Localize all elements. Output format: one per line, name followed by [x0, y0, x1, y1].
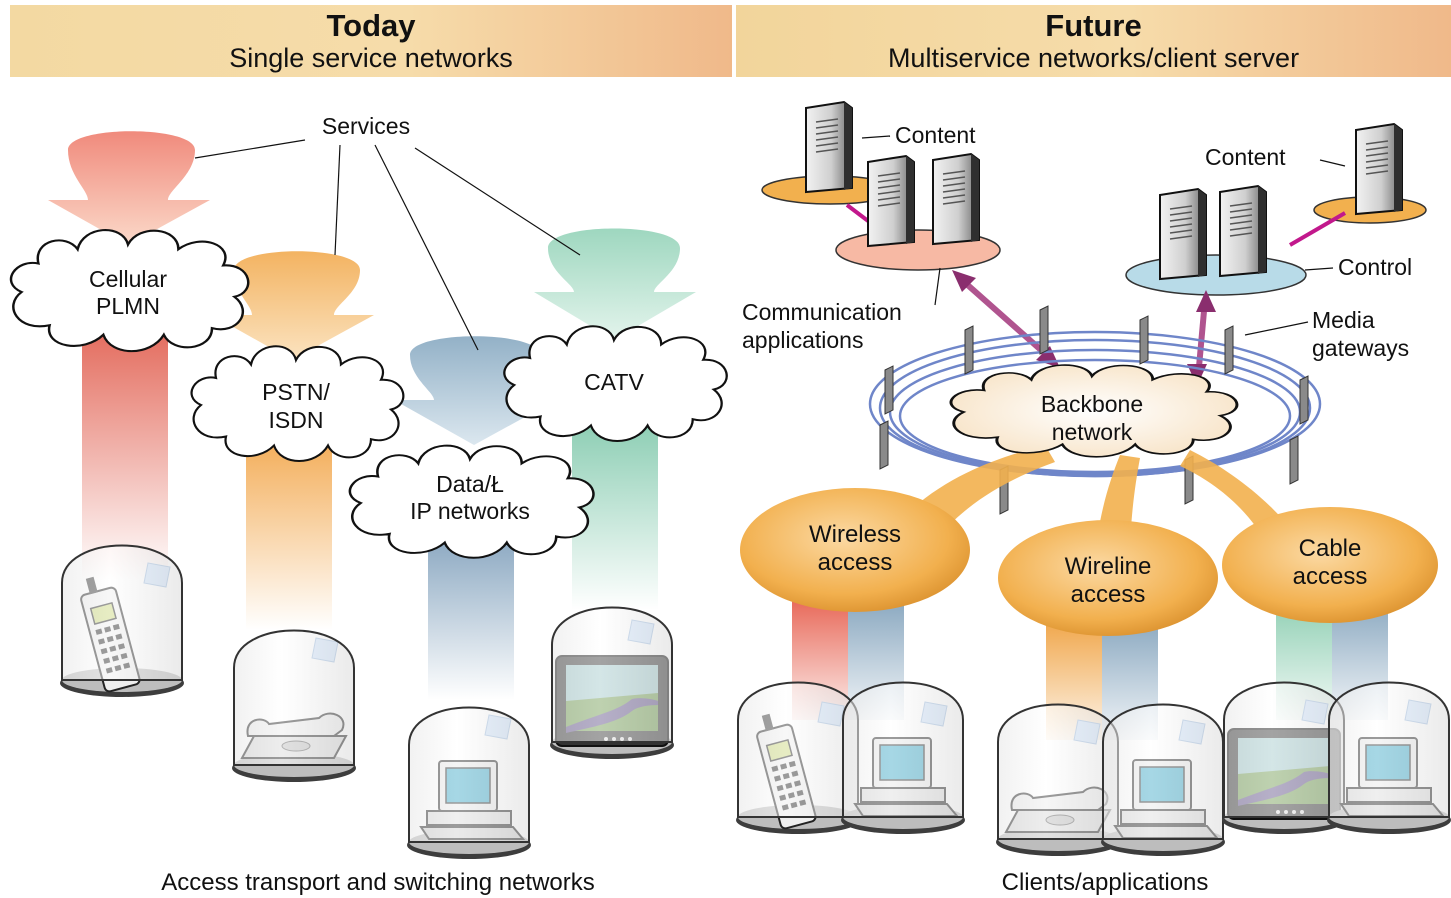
future-subtitle: Multiservice networks/client server	[887, 43, 1300, 73]
future-banner: Future Multiservice networks/client serv…	[736, 5, 1451, 77]
catv-label: CATV	[584, 369, 644, 395]
cellular-label-1: Cellular	[89, 266, 167, 292]
cable-tv-dome	[1222, 681, 1346, 834]
data-label-1: Data/Ł	[436, 471, 504, 497]
data-client-dome	[407, 706, 531, 859]
services-pointers	[194, 139, 581, 351]
communication-server-platform	[835, 153, 1001, 271]
cable-access-label-2: access	[1293, 563, 1368, 590]
today-section: Services Cellular PLMN PSTN/ ISDN CATV D…	[9, 113, 728, 896]
server-icon	[805, 101, 853, 193]
services-label: Services	[322, 113, 410, 139]
backbone-label-1: Backbone	[1041, 391, 1143, 417]
backbone-label-2: network	[1052, 419, 1133, 445]
content-server-right	[1313, 123, 1427, 224]
future-section: Content Content Control Communication ap…	[736, 101, 1451, 896]
server-icon	[1159, 188, 1207, 280]
future-title: Future	[1045, 8, 1142, 43]
cellular-arrow-down-icon	[48, 131, 210, 245]
cable-access-blob	[1222, 507, 1438, 623]
server-icon	[932, 153, 980, 245]
content-left-label: Content	[895, 122, 976, 148]
cable-access-label-1: Cable	[1299, 535, 1362, 562]
today-subtitle: Single service networks	[229, 43, 513, 73]
catv-arrow-down-icon	[534, 228, 696, 340]
cellular-label-2: PLMN	[96, 293, 160, 319]
pstn-label-2: ISDN	[269, 407, 324, 433]
pstn-label-1: PSTN/	[262, 379, 330, 405]
media-gateways-label-2: gateways	[1312, 335, 1409, 361]
media-gateways-label-1: Media	[1312, 307, 1375, 333]
wireless-computer-dome	[841, 681, 965, 834]
control-server-platform	[1125, 185, 1307, 296]
wireline-access-blob	[998, 520, 1218, 636]
data-label-2: IP networks	[410, 498, 530, 524]
content-right-label: Content	[1205, 144, 1286, 170]
comm-apps-label-2: applications	[742, 327, 863, 353]
wireline-access-label-1: Wireline	[1065, 553, 1152, 580]
cable-computer-dome	[1327, 681, 1451, 834]
wireline-computer-dome	[1101, 703, 1225, 856]
wireless-phone-dome	[736, 681, 860, 834]
wireless-access-label-2: access	[818, 549, 893, 576]
pstn-client-dome	[232, 629, 356, 782]
wireless-access-blob	[740, 488, 970, 612]
cellular-client-dome	[60, 544, 184, 697]
future-footer: Clients/applications	[1002, 869, 1209, 896]
today-banner: Today Single service networks	[10, 5, 732, 77]
wireline-access-label-2: access	[1071, 581, 1146, 608]
today-footer: Access transport and switching networks	[161, 869, 595, 896]
pstn-arrow-down-icon	[212, 251, 374, 360]
today-title: Today	[326, 8, 416, 43]
server-icon	[867, 155, 915, 247]
comm-apps-label-1: Communication	[742, 299, 902, 325]
server-icon	[1219, 185, 1267, 277]
wireless-access-label-1: Wireless	[809, 521, 901, 548]
control-label: Control	[1338, 254, 1412, 280]
server-icon	[1355, 123, 1403, 215]
catv-client-dome	[550, 606, 674, 759]
wireline-phone-dome	[996, 703, 1120, 856]
